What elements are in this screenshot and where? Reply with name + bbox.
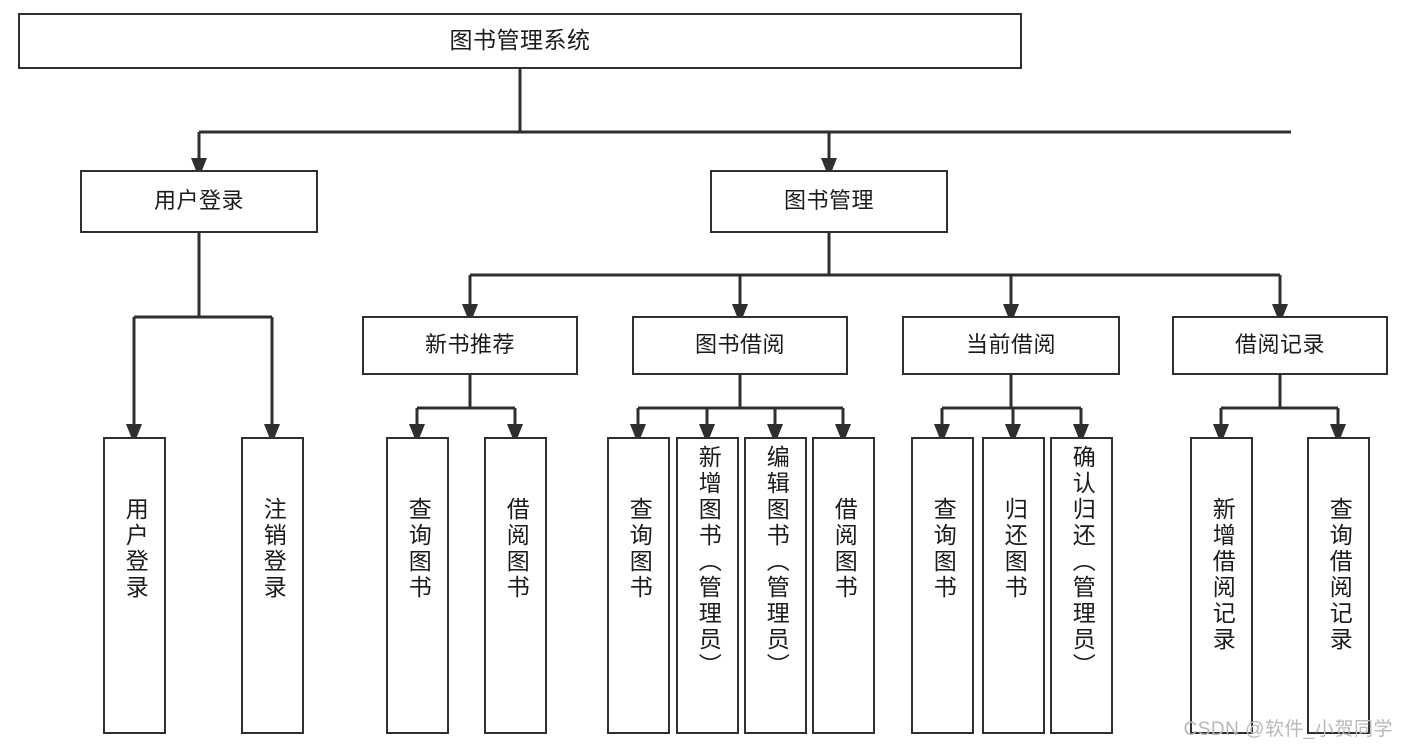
node-user-login[interactable]: 用户登录 [80,170,318,233]
node-leaf-query-borrow-record[interactable]: 查询借阅记录 [1307,437,1370,734]
node-leaf-edit-book[interactable]: 编辑图书（管理员） [744,437,807,734]
node-root[interactable]: 图书管理系统 [18,13,1022,69]
node-leaf-borrow-book-rec[interactable]: 借阅图书 [484,437,547,734]
node-leaf-return-book-label: 归还图书 [1001,497,1028,601]
node-current-borrow[interactable]: 当前借阅 [902,316,1120,375]
node-leaf-edit-book-label: 编辑图书（管理员） [763,445,790,679]
node-leaf-confirm-return-label: 确认归还（管理员） [1069,445,1096,679]
node-leaf-query-borrow-record-label: 查询借阅记录 [1326,497,1353,653]
node-leaf-query-book-borrow-label: 查询图书 [626,497,653,601]
node-leaf-query-book-current-label: 查询图书 [930,497,957,601]
node-new-book-recommend-label: 新书推荐 [424,332,515,358]
node-new-book-recommend[interactable]: 新书推荐 [362,316,578,375]
node-leaf-query-book-rec-label: 查询图书 [405,497,432,601]
node-user-login-label: 用户登录 [153,188,244,214]
node-current-borrow-label: 当前借阅 [965,332,1056,358]
node-leaf-logout-login-label: 注销登录 [260,497,287,601]
node-leaf-user-login-label: 用户登录 [122,497,149,601]
node-leaf-add-book[interactable]: 新增图书（管理员） [676,437,739,734]
node-book-management-label: 图书管理 [783,188,874,214]
node-leaf-add-borrow-record[interactable]: 新增借阅记录 [1190,437,1253,734]
node-borrow-record-label: 借阅记录 [1234,332,1325,358]
watermark: CSDN @软件_小贺同学 [1183,719,1393,740]
node-leaf-confirm-return[interactable]: 确认归还（管理员） [1050,437,1113,734]
node-leaf-logout-login[interactable]: 注销登录 [241,437,304,734]
node-root-label: 图书管理系统 [449,27,591,54]
node-leaf-borrow-book-label: 借阅图书 [831,497,858,601]
node-leaf-query-book-current[interactable]: 查询图书 [911,437,974,734]
node-leaf-query-book-borrow[interactable]: 查询图书 [607,437,670,734]
node-book-borrow-label: 图书借阅 [694,332,785,358]
node-leaf-borrow-book-rec-label: 借阅图书 [503,497,530,601]
node-leaf-add-book-label: 新增图书（管理员） [695,445,722,679]
node-leaf-query-book-rec[interactable]: 查询图书 [386,437,449,734]
node-borrow-record[interactable]: 借阅记录 [1172,316,1388,375]
node-leaf-add-borrow-record-label: 新增借阅记录 [1209,497,1236,653]
node-book-management[interactable]: 图书管理 [710,170,948,233]
node-book-borrow[interactable]: 图书借阅 [632,316,848,375]
node-leaf-return-book[interactable]: 归还图书 [982,437,1045,734]
node-leaf-borrow-book[interactable]: 借阅图书 [812,437,875,734]
node-leaf-user-login[interactable]: 用户登录 [103,437,166,734]
